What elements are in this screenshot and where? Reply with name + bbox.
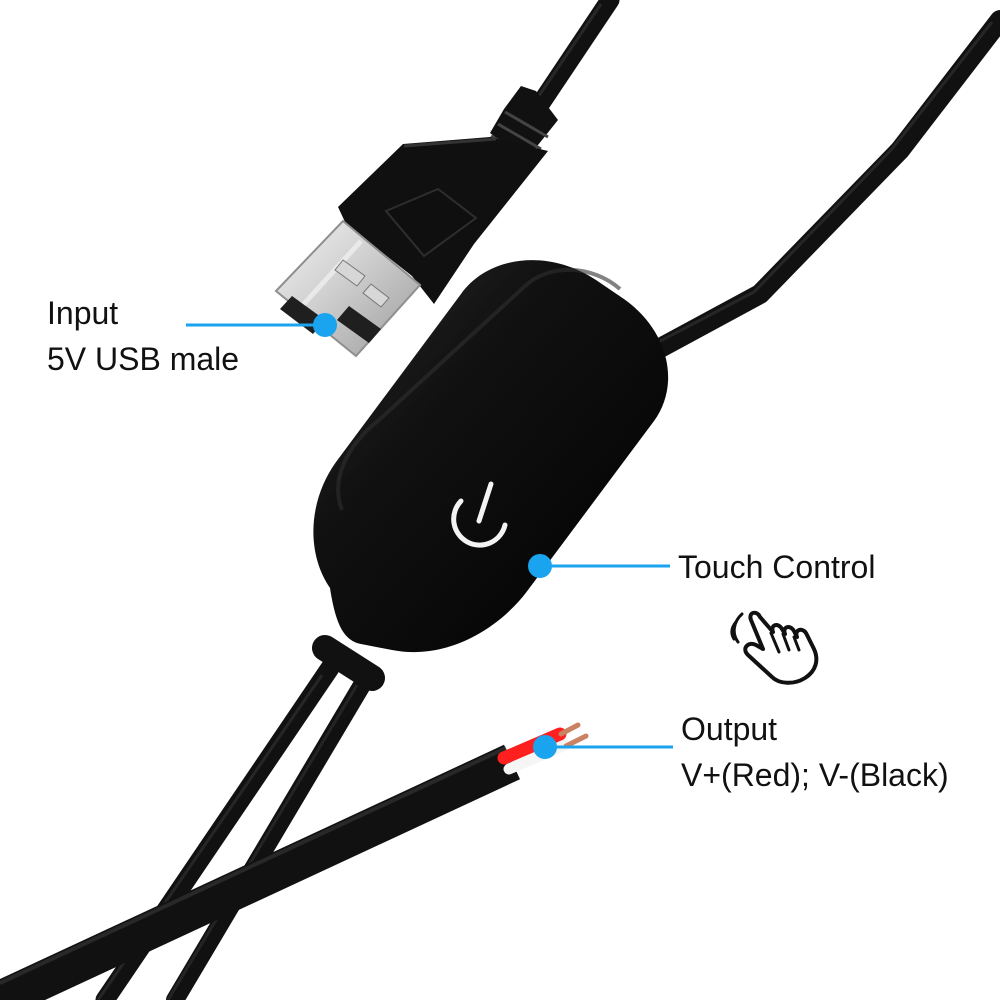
touch-control-title: Touch Control xyxy=(678,549,876,585)
input-title: Input xyxy=(47,295,119,331)
output-label: Output V+(Red); V-(Black) xyxy=(681,706,949,799)
touch-switch xyxy=(312,260,669,691)
touch-control-label: Touch Control xyxy=(678,544,875,590)
output-title: Output xyxy=(681,711,778,747)
output-detail: V+(Red); V-(Black) xyxy=(681,757,949,794)
output-cable xyxy=(0,722,589,1000)
usb-connector xyxy=(274,86,558,358)
upper-right-cable xyxy=(615,10,1000,377)
upper-left-cable xyxy=(525,0,620,122)
callout-lines xyxy=(186,313,673,759)
input-label: Input 5V USB male xyxy=(47,290,239,383)
power-icon xyxy=(451,481,508,548)
input-detail: 5V USB male xyxy=(47,341,240,378)
tap-hand-icon xyxy=(730,610,819,685)
